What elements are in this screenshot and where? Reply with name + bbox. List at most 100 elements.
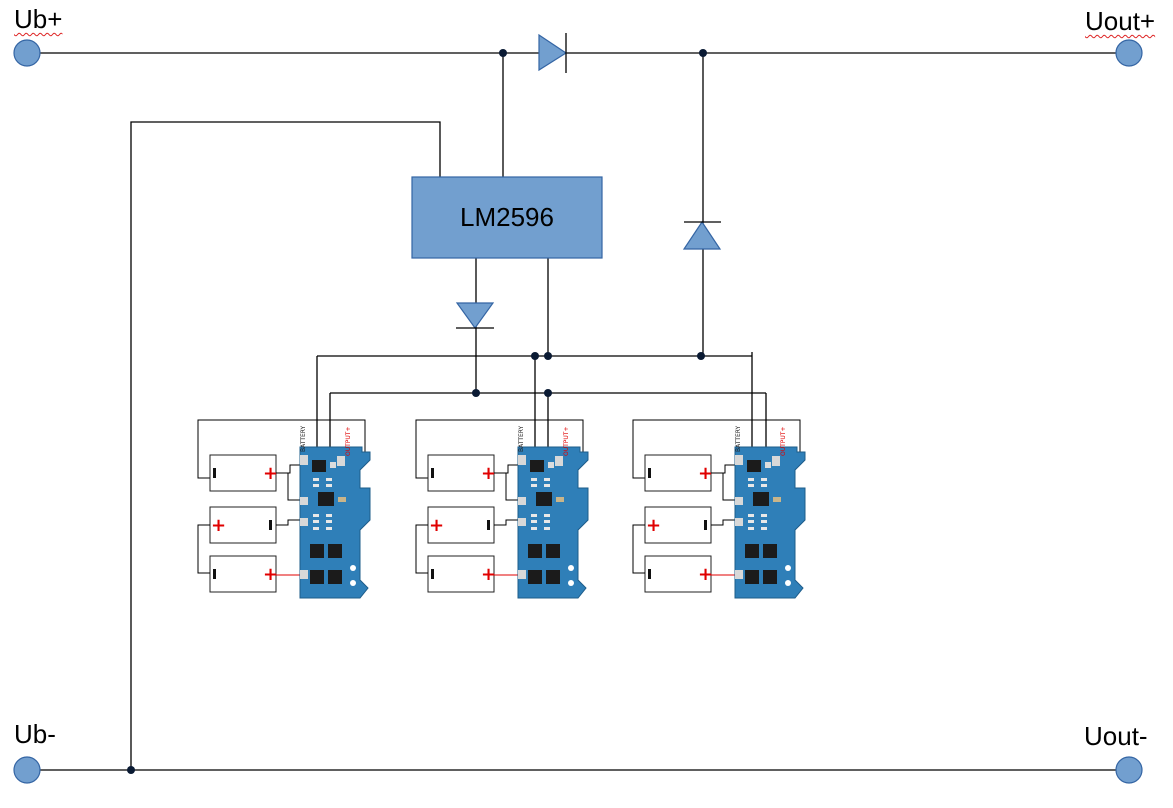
battery-plus-mark: + xyxy=(698,564,713,585)
cell-wire xyxy=(276,519,300,526)
bms-mount-hole xyxy=(785,565,791,571)
bms-smd xyxy=(544,478,550,481)
bms-pin-label: BATTERY xyxy=(518,425,525,452)
junction-dot xyxy=(699,49,707,57)
terminal-label-ub-minus: Ub- xyxy=(14,719,56,749)
battery-plus-mark: + xyxy=(263,564,278,585)
bms-smd xyxy=(326,527,332,530)
bms-smd xyxy=(313,484,319,487)
bms-mount-hole xyxy=(568,580,574,586)
battery-cell-body xyxy=(209,454,277,492)
battery-minus-mark xyxy=(431,569,434,579)
bms-board: BATTERY OUTPUT+ xyxy=(517,425,589,599)
bms-smd xyxy=(761,527,767,530)
bms-protector-ic xyxy=(546,544,560,558)
bms-component xyxy=(330,462,336,468)
terminal-label-uout-plus: Uout+ xyxy=(1085,8,1155,34)
battery-minus-mark xyxy=(213,569,216,579)
bms-smd xyxy=(761,478,767,481)
bms-ic xyxy=(536,492,552,506)
bms-resistor xyxy=(556,497,564,502)
bms-protector-ic xyxy=(528,544,542,558)
regulator-label: LM2596 xyxy=(460,202,554,232)
bms-smd xyxy=(748,478,754,481)
pack-loop-wire xyxy=(632,419,801,479)
uout-plus-text: Uout+ xyxy=(1085,6,1156,36)
battery-cell-body xyxy=(644,555,712,593)
cell-wire xyxy=(494,519,518,526)
bms-mosfet xyxy=(747,460,761,472)
junctions xyxy=(127,49,707,774)
battery-plus-mark: + xyxy=(211,515,226,536)
battery-plus-mark: + xyxy=(481,463,496,484)
battery-cell-body xyxy=(427,506,495,544)
ground-to-regulator-wire xyxy=(130,121,441,770)
bms-smd xyxy=(544,514,550,517)
bms-protector-ic xyxy=(763,544,777,558)
bms-smd xyxy=(531,514,537,517)
bms-pin-label: OUTPUT+ xyxy=(563,427,570,456)
regulator-block xyxy=(411,176,603,259)
bms-smd xyxy=(748,527,754,530)
bms-pad xyxy=(300,455,308,465)
bms-mount-hole xyxy=(350,565,356,571)
bms-mount-hole xyxy=(568,565,574,571)
bms-pad xyxy=(300,570,308,579)
bms-smd xyxy=(313,520,319,523)
bms-component xyxy=(548,462,554,468)
bms-smd xyxy=(326,478,332,481)
cell-wire xyxy=(276,472,300,501)
bms-smd xyxy=(544,520,550,523)
bms-smd xyxy=(761,514,767,517)
junction-dot xyxy=(499,49,507,57)
battery-plus-mark: + xyxy=(263,463,278,484)
bms-pad xyxy=(518,570,526,579)
bms-smd xyxy=(544,484,550,487)
bms-pad xyxy=(772,456,780,466)
pack-loop-wire xyxy=(415,419,584,479)
bms-smd xyxy=(748,514,754,517)
battery-cell-body xyxy=(644,506,712,544)
battery-minus-mark xyxy=(648,468,651,478)
bms-protector-ic xyxy=(328,544,342,558)
bms-protector-ic xyxy=(310,570,324,584)
bms-smd xyxy=(531,484,537,487)
bms-pin-label: OUTPUT+ xyxy=(345,427,352,456)
bms-mount-hole xyxy=(785,580,791,586)
bms-protector-ic xyxy=(528,570,542,584)
junction-dot xyxy=(531,352,539,360)
bms-smd xyxy=(531,478,537,481)
battery-cell: + xyxy=(644,555,713,593)
battery-cell-body xyxy=(209,555,277,593)
bms-protector-ic xyxy=(328,570,342,584)
bms-pin-label: BATTERY xyxy=(735,425,742,452)
bms-smd xyxy=(748,520,754,523)
battery-plus-mark: + xyxy=(698,463,713,484)
bms-protector-ic xyxy=(310,544,324,558)
bms-smd xyxy=(748,484,754,487)
battery-minus-mark xyxy=(431,468,434,478)
bms-mosfet xyxy=(312,460,326,472)
terminal-uout-plus xyxy=(1115,39,1143,67)
bms-smd xyxy=(326,514,332,517)
battery-cell-body xyxy=(427,555,495,593)
bms-smd xyxy=(326,520,332,523)
battery-cell: + xyxy=(644,454,713,492)
cell-wire xyxy=(711,519,735,526)
regulator-diode xyxy=(455,302,495,330)
battery-cell: + xyxy=(209,506,277,544)
battery-cell: + xyxy=(209,555,278,593)
ub-plus-text: Ub+ xyxy=(14,4,63,34)
battery-cell-body xyxy=(427,454,495,492)
battery-cell: + xyxy=(427,454,496,492)
terminal-label-ub-plus: Ub+ xyxy=(14,6,62,32)
bms-pad xyxy=(555,456,563,466)
bms-pad xyxy=(300,497,308,505)
bms-pad xyxy=(735,518,743,526)
